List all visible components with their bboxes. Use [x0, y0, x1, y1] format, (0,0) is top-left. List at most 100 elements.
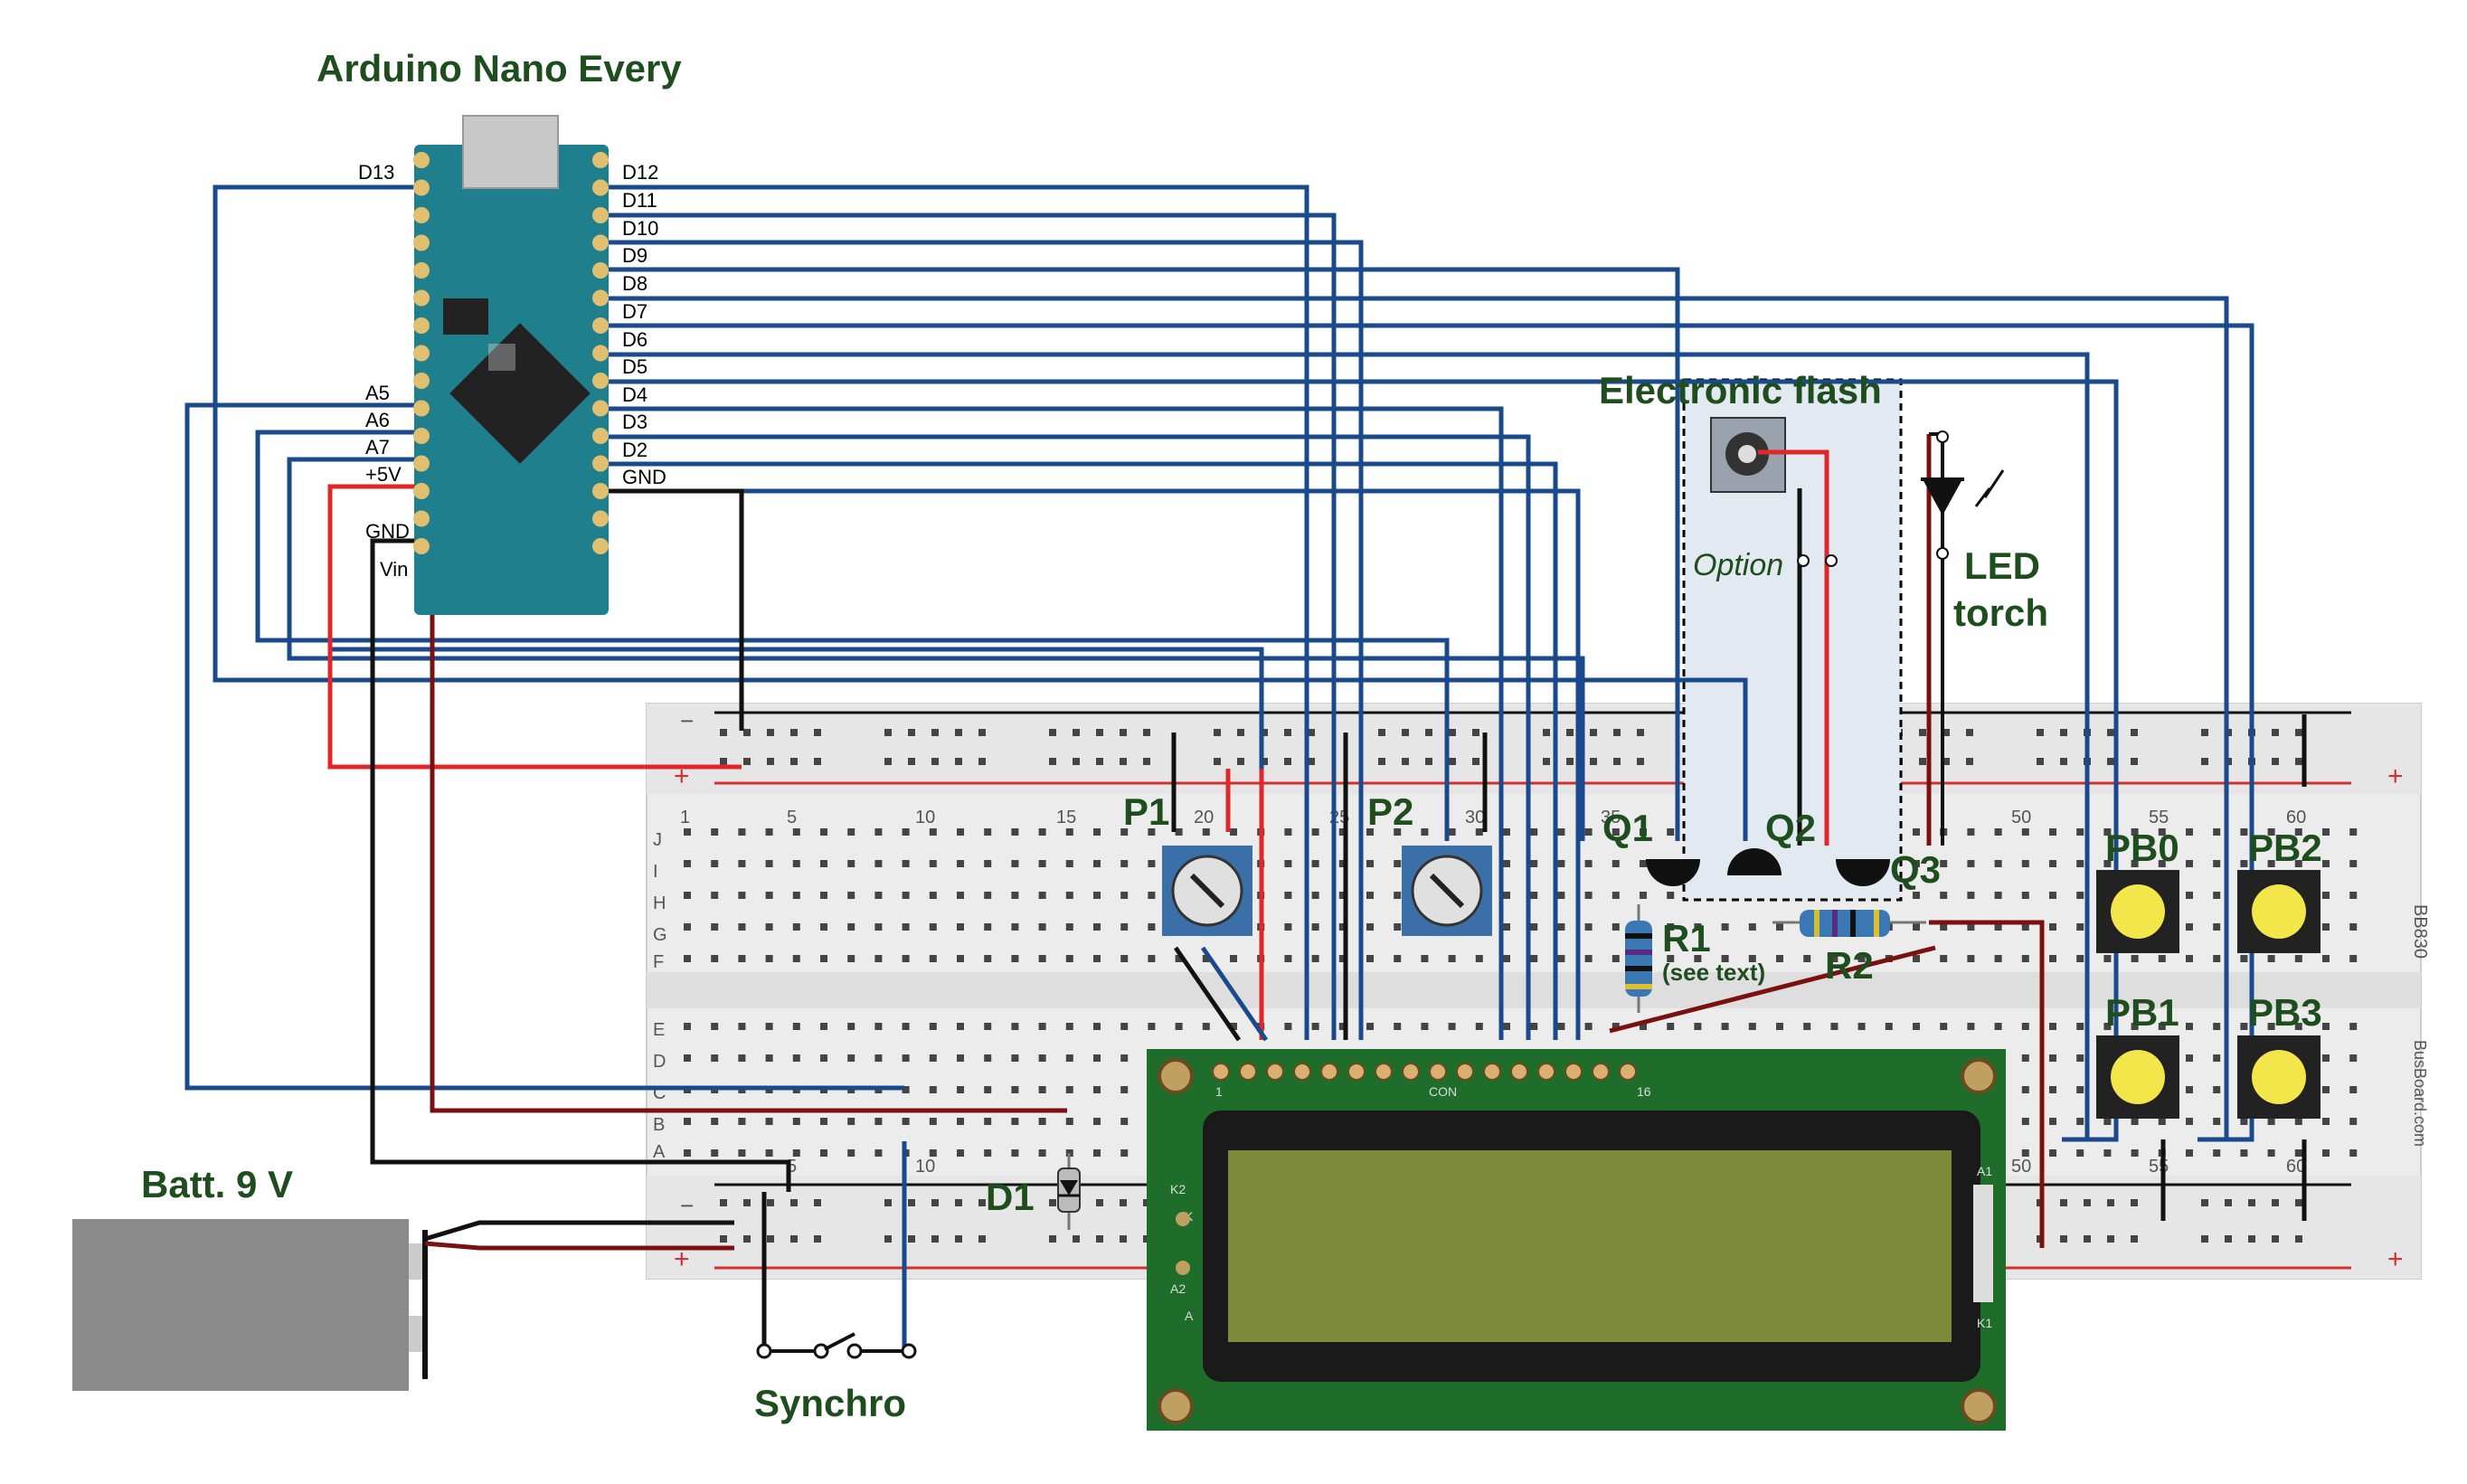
r1-label: R1 — [1662, 917, 1711, 959]
rail-hole — [1284, 729, 1291, 736]
r2-label: R2 — [1825, 944, 1874, 987]
breadboard-hole — [1694, 955, 1702, 962]
breadboard-hole — [792, 892, 800, 899]
potentiometer-p1 — [1162, 846, 1252, 936]
rail-hole — [2295, 758, 2302, 765]
breadboard-hole — [1530, 828, 1538, 836]
arduino-pin-right — [592, 455, 609, 472]
breadboard-hole — [874, 860, 883, 867]
breadboard-hole — [1038, 1086, 1046, 1093]
col-number: 5 — [787, 1157, 797, 1177]
breadboard-hole — [1230, 1023, 1237, 1030]
lcd-pin — [1239, 1063, 1257, 1081]
breadboard-hole — [1967, 828, 1975, 836]
rail-hole — [814, 729, 821, 736]
breadboard-hole — [929, 828, 937, 836]
breadboard-hole — [2322, 1118, 2330, 1125]
breadboard-hole — [2322, 1054, 2330, 1062]
breadboard-hole — [1557, 923, 1565, 931]
breadboard-hole — [1093, 1149, 1101, 1157]
breadboard-hole — [1011, 1086, 1019, 1093]
breadboard-hole — [847, 955, 855, 962]
breadboard-hole — [1311, 860, 1319, 867]
rail-hole — [1261, 758, 1268, 765]
breadboard-hole — [929, 1086, 937, 1093]
rail-hole — [1261, 729, 1268, 736]
breadboard-hole — [1038, 1054, 1046, 1062]
arduino-nano-every — [413, 115, 609, 615]
breadboard-hole — [1120, 1118, 1129, 1125]
rail-hole — [1096, 1235, 1103, 1243]
breadboard-hole — [1338, 860, 1347, 867]
breadboard-hole — [820, 828, 827, 836]
arduino-pin-right — [592, 373, 609, 389]
breadboard-hole — [847, 1149, 855, 1157]
rail-hole — [884, 758, 892, 765]
breadboard-hole — [2322, 860, 2330, 867]
rail-hole — [1120, 1235, 1127, 1243]
breadboard-hole — [1038, 955, 1046, 962]
breadboard-hole — [2131, 1118, 2139, 1125]
arduino-pin-right — [592, 234, 609, 251]
rail-hole — [2060, 1199, 2067, 1206]
arduino-pin-right — [592, 400, 609, 417]
breadboard-hole — [1530, 1023, 1538, 1030]
breadboard-hole — [1011, 923, 1019, 931]
breadboard-hole — [1994, 828, 2002, 836]
arduino-pin-left — [413, 510, 430, 527]
arduino-pin-left — [413, 152, 430, 168]
breadboard-hole — [1557, 892, 1565, 899]
breadboard-hole — [1311, 955, 1319, 962]
arduino-pin-right — [592, 510, 609, 527]
arduino-pin-right — [592, 428, 609, 444]
breadboard-hole — [2294, 955, 2302, 962]
row-letter: A — [653, 1142, 666, 1162]
rail-hole — [743, 1199, 751, 1206]
breadboard-hole — [1230, 955, 1237, 962]
breadboard-hole — [2213, 955, 2221, 962]
breadboard-hole — [1448, 828, 1456, 836]
rail-hole — [1096, 729, 1103, 736]
pin-label-D5: D5 — [622, 355, 647, 378]
rail-hole — [978, 758, 986, 765]
breadboard-hole — [847, 923, 855, 931]
push-button-pb0 — [2096, 870, 2179, 953]
breadboard-hole — [2049, 923, 2056, 931]
breadboard-hole — [792, 1023, 800, 1030]
rail-hole — [720, 1235, 727, 1243]
breadboard-hole — [1120, 1086, 1129, 1093]
breadboard-hole — [2186, 923, 2193, 931]
breadboard-hole — [2049, 1149, 2056, 1157]
breadboard-hole — [1857, 955, 1866, 962]
rail-hole — [1143, 729, 1150, 736]
breadboard-hole — [1366, 955, 1374, 962]
rail-hole — [1566, 758, 1574, 765]
breadboard-hole — [2076, 1149, 2084, 1157]
breadboard-hole — [902, 1054, 910, 1062]
breadboard-hole — [2131, 860, 2139, 867]
breadboard-hole — [2021, 1023, 2029, 1030]
rail-hole — [978, 729, 986, 736]
breadboard-hole — [929, 923, 937, 931]
rail-minus-bottom: − — [680, 1192, 694, 1219]
breadboard-hole — [984, 923, 992, 931]
lcd-pin — [1347, 1063, 1366, 1081]
rail-hole — [884, 1199, 892, 1206]
electronic-flash-option — [1682, 378, 1903, 902]
lcd-con-label: CON — [1429, 1084, 1457, 1099]
breadboard-hole — [1667, 892, 1675, 899]
rail-hole — [2060, 758, 2067, 765]
synchro-switch — [756, 1332, 917, 1359]
rail-hole — [1966, 729, 1973, 736]
breadboard-hole — [711, 1054, 719, 1062]
breadboard-hole — [1612, 1023, 1620, 1030]
lcd-pin — [1483, 1063, 1501, 1081]
breadboard-hole — [684, 1118, 691, 1125]
breadboard-hole — [1038, 923, 1046, 931]
breadboard-hole — [2322, 1086, 2330, 1093]
rail-hole — [2201, 758, 2208, 765]
breadboard-hole — [1366, 828, 1374, 836]
rail-hole — [1237, 758, 1244, 765]
breadboard-hole — [1584, 892, 1593, 899]
